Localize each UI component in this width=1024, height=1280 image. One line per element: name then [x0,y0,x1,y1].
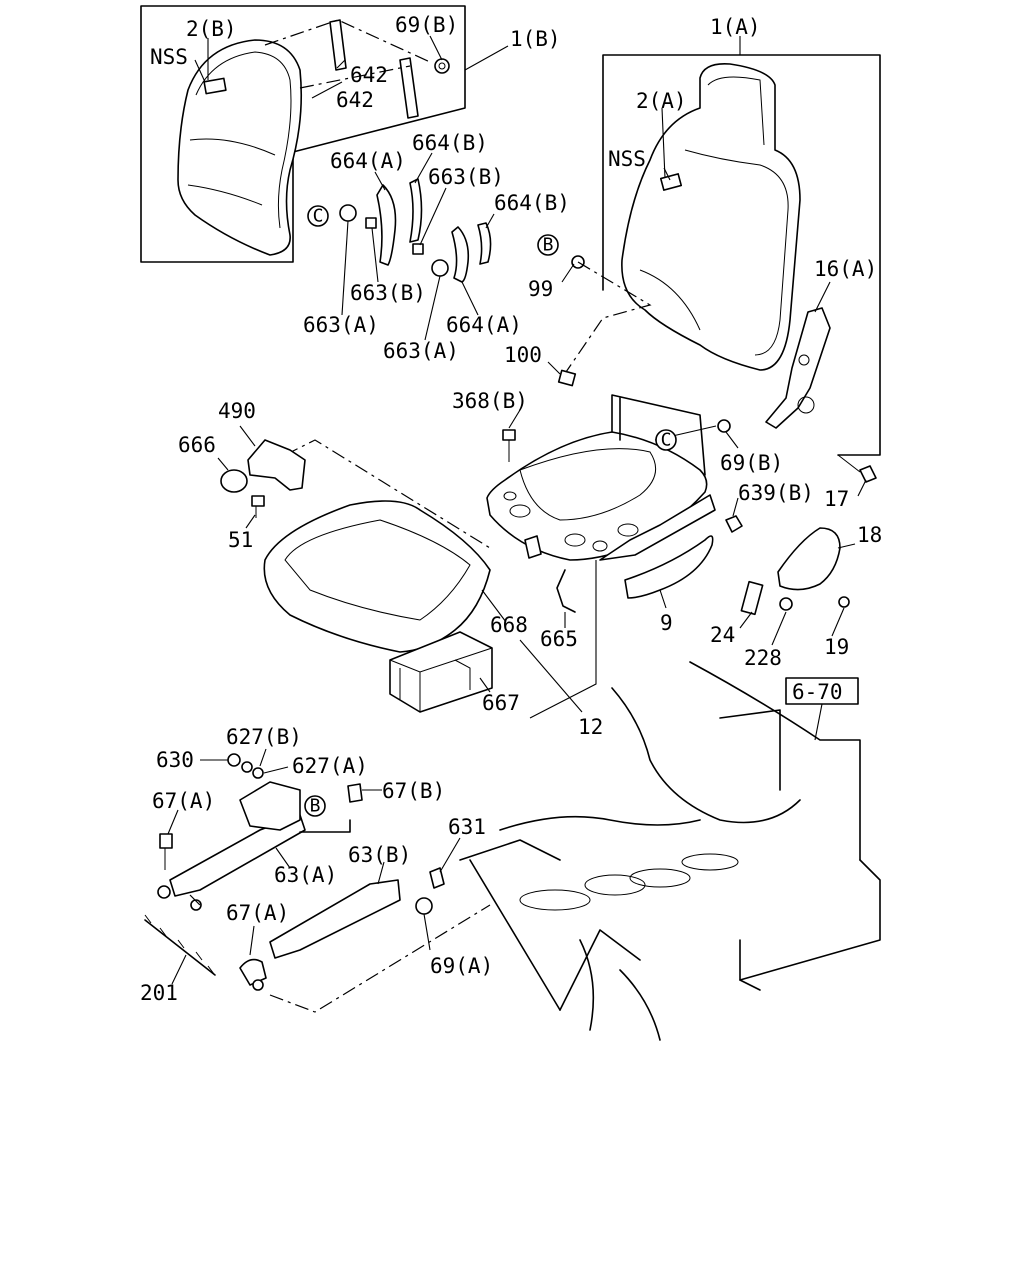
label-1a: 1(A) [710,15,761,39]
label-642-a: 642 [350,63,388,87]
label-6-70: 6-70 [792,680,843,704]
label-665: 665 [540,627,578,651]
part-labels: 2(B) NSS 69(B) 1(B) 642 642 1(A) 2(A) NS… [140,13,882,1005]
ref-c-mid: C [661,430,672,451]
label-630: 630 [156,748,194,772]
label-24: 24 [710,623,735,647]
label-642-b: 642 [336,88,374,112]
label-663a-1: 663(A) [303,313,379,337]
label-631: 631 [448,815,486,839]
label-664a-2: 664(A) [446,313,522,337]
label-663a-2: 663(A) [383,339,459,363]
label-19: 19 [824,635,849,659]
label-12: 12 [578,715,603,739]
label-664b-1: 664(B) [412,131,488,155]
label-1b: 1(B) [510,27,561,51]
label-18: 18 [857,523,882,547]
seat-cushion-668 [263,439,491,653]
label-69a: 69(A) [430,954,493,978]
label-67b: 67(B) [382,779,445,803]
label-667: 667 [482,691,520,715]
label-17: 17 [824,487,849,511]
label-100: 100 [504,343,542,367]
reference-markers: C B C B [304,205,677,817]
label-67a-1: 67(A) [152,789,215,813]
label-663b-2: 663(B) [350,281,426,305]
label-51: 51 [228,528,253,552]
label-368b: 368(B) [452,389,528,413]
ref-c-top: C [313,206,324,227]
cover-parts-663-664 [339,178,652,387]
label-2b: 2(B) [186,17,237,41]
label-627b: 627(B) [226,725,302,749]
bracket-490 [220,439,306,518]
label-16a: 16(A) [814,257,877,281]
label-201: 201 [140,981,178,1005]
label-639b: 639(B) [738,481,814,505]
label-99: 99 [528,277,553,301]
label-627a: 627(A) [292,754,368,778]
label-63b: 63(B) [348,843,411,867]
label-664b-2: 664(B) [494,191,570,215]
seat-rails-63 [144,753,491,1013]
label-69b-mid: 69(B) [720,451,783,475]
lever-18 [740,527,850,616]
label-nss-a: NSS [608,147,646,171]
label-63a: 63(A) [274,863,337,887]
leader-lines [167,35,867,985]
label-9: 9 [660,611,673,635]
label-69b-top: 69(B) [395,13,458,37]
label-668: 668 [490,613,528,637]
foam-pad-667 [389,631,493,713]
label-nss-b: NSS [150,45,188,69]
label-490: 490 [218,399,256,423]
ref-b-low: B [310,796,321,817]
label-228: 228 [744,646,782,670]
label-663b-1: 663(B) [428,165,504,189]
seat-back-a-inset [602,54,881,456]
ref-b-top: B [543,235,554,256]
label-664a-1: 664(A) [330,149,406,173]
seat-back-b-inset [140,5,466,263]
vehicle-floor-body: 6-70 [459,661,881,1041]
seat-frame-12 [486,394,877,613]
label-67a-2: 67(A) [226,901,289,925]
label-2a: 2(A) [636,89,687,113]
label-666: 666 [178,433,216,457]
